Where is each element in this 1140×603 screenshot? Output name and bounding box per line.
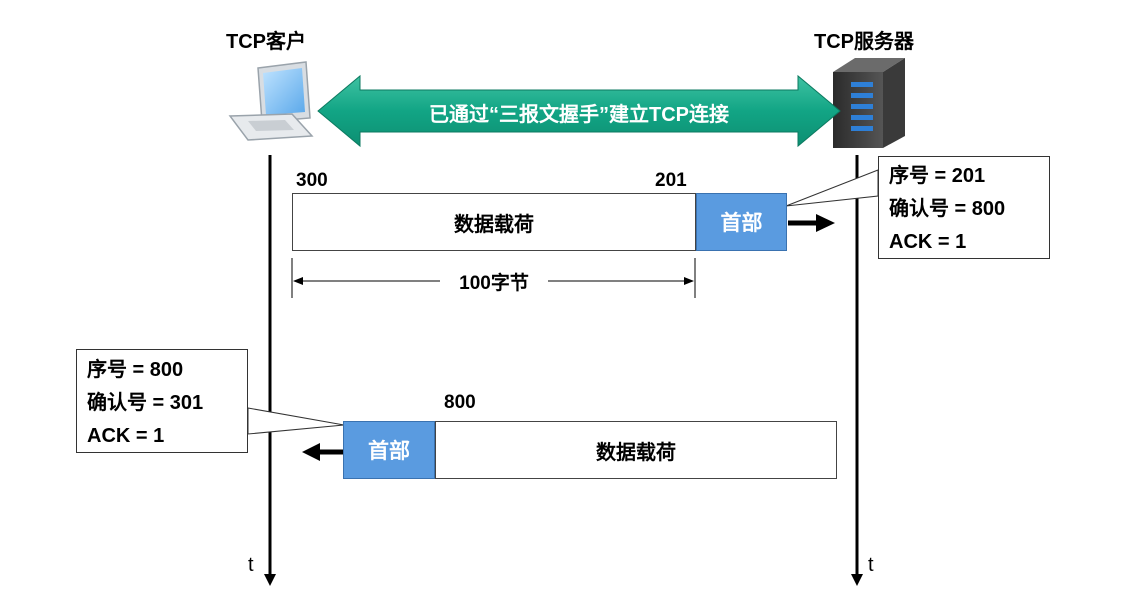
segment1-ack-number-field: 确认号 = 800 bbox=[889, 198, 1006, 220]
laptop-icon bbox=[228, 61, 314, 141]
client-time-label: t bbox=[248, 554, 254, 576]
server-icon bbox=[833, 58, 905, 148]
segment1-ack-flag-field: ACK = 1 bbox=[889, 231, 967, 253]
segment1-header: 首部 bbox=[696, 193, 787, 251]
segment2-payload: 数据载荷 bbox=[435, 421, 837, 479]
handshake-label: 已通过“三报文握手”建立TCP连接 bbox=[429, 103, 729, 126]
segment1-info-box: 序号 = 201 确认号 = 800 ACK = 1 bbox=[878, 156, 1050, 259]
segment1-length: 100字节 bbox=[459, 273, 529, 294]
server-label: TCP服务器 bbox=[814, 31, 914, 53]
handshake-arrow bbox=[317, 74, 841, 148]
callout-pointer-2 bbox=[247, 407, 345, 435]
send-arrow-left bbox=[302, 443, 343, 461]
segment2-ack-number-field: 确认号 = 301 bbox=[87, 392, 204, 414]
send-arrow-right bbox=[788, 214, 835, 232]
server-time-label: t bbox=[868, 554, 874, 576]
segment1-seq-field: 序号 = 201 bbox=[889, 165, 986, 187]
client-timeline bbox=[264, 155, 276, 586]
client-label: TCP客户 bbox=[226, 31, 306, 53]
segment1-right-seq: 201 bbox=[655, 170, 687, 191]
segment2-info-box: 序号 = 800 确认号 = 301 ACK = 1 bbox=[76, 349, 248, 453]
callout-pointer-1 bbox=[785, 169, 879, 207]
length-dimension bbox=[291, 258, 696, 298]
segment1-payload: 数据载荷 bbox=[292, 193, 696, 251]
segment1-left-seq: 300 bbox=[296, 170, 328, 191]
server-timeline bbox=[851, 155, 863, 586]
segment2-header: 首部 bbox=[343, 421, 435, 479]
segment2-seq-field: 序号 = 800 bbox=[87, 359, 184, 381]
segment2-ack-flag-field: ACK = 1 bbox=[87, 425, 165, 447]
segment2-seq: 800 bbox=[444, 392, 476, 413]
